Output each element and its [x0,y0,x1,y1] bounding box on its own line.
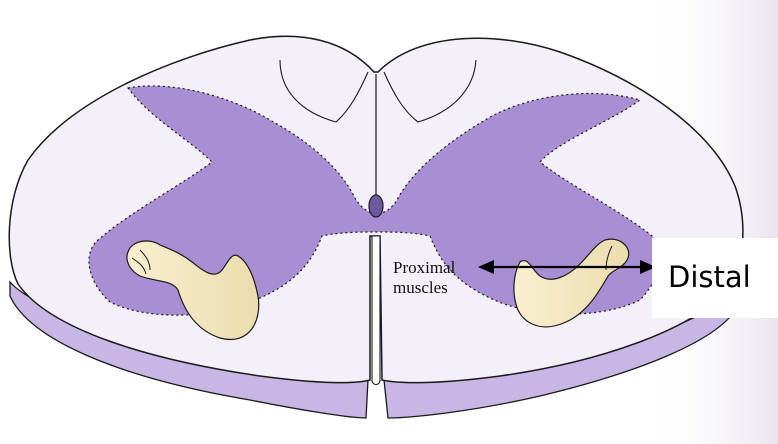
distal-label: Distal [652,238,778,318]
proximal-label-line2: muscles [393,278,455,298]
ventral-median-fissure [372,236,380,385]
proximal-muscles-label: Proximal muscles [393,258,455,298]
central-canal [369,195,383,217]
proximal-label-line1: Proximal [393,258,455,278]
